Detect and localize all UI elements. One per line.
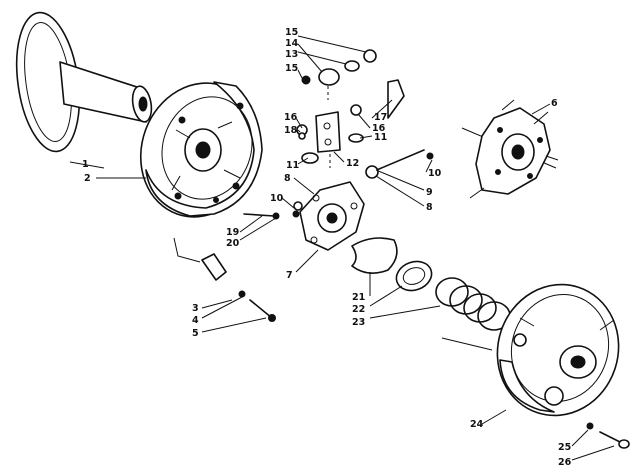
callout-8-lower: 8 <box>426 202 433 213</box>
callout-2: 2 <box>84 173 91 184</box>
roller-pin-stack <box>296 49 434 179</box>
spider-plate <box>243 181 365 251</box>
callout-25: 25 <box>558 442 571 453</box>
callout-1: 1 <box>82 159 89 170</box>
callout-15-lower: 15 <box>285 63 298 74</box>
callout-26: 26 <box>558 457 572 468</box>
callout-22: 22 <box>352 304 365 315</box>
callout-10-left: 10 <box>270 193 284 204</box>
callout-10-right: 10 <box>428 168 442 179</box>
spider-housing <box>139 81 263 218</box>
callout-9: 9 <box>426 187 433 198</box>
callout-11-left: 11 <box>286 160 299 171</box>
callout-18: 18 <box>284 125 298 136</box>
callout-labels: 1 2 3 4 5 6 7 8 8 9 10 10 11 11 12 13 14… <box>82 27 572 468</box>
callout-14: 14 <box>285 38 299 49</box>
clutch-spring <box>435 277 511 331</box>
callout-8-upper: 8 <box>284 173 291 184</box>
callout-4: 4 <box>192 315 199 326</box>
callout-5: 5 <box>192 328 199 339</box>
spider-detail-view <box>461 99 559 199</box>
callout-16-left: 16 <box>284 112 298 123</box>
cover-sheave <box>441 283 620 417</box>
drive-sheave <box>15 11 153 153</box>
weight-arm-parts <box>173 237 276 322</box>
callout-7: 7 <box>286 270 293 281</box>
callout-16-right: 16 <box>372 123 386 134</box>
callout-20: 20 <box>226 238 240 249</box>
callout-11-right: 11 <box>374 132 387 143</box>
callout-13: 13 <box>285 49 298 60</box>
callout-12: 12 <box>346 158 359 169</box>
callout-6: 6 <box>551 98 558 109</box>
callout-19: 19 <box>226 227 239 238</box>
callout-15-top: 15 <box>285 27 298 38</box>
callout-3: 3 <box>192 303 199 314</box>
callout-23: 23 <box>352 317 365 328</box>
callout-17: 17 <box>374 112 387 123</box>
callout-21: 21 <box>352 292 365 303</box>
button-and-washer <box>351 237 433 292</box>
set-screw <box>586 422 630 449</box>
leader-lines <box>69 35 615 461</box>
callout-24: 24 <box>470 419 484 430</box>
